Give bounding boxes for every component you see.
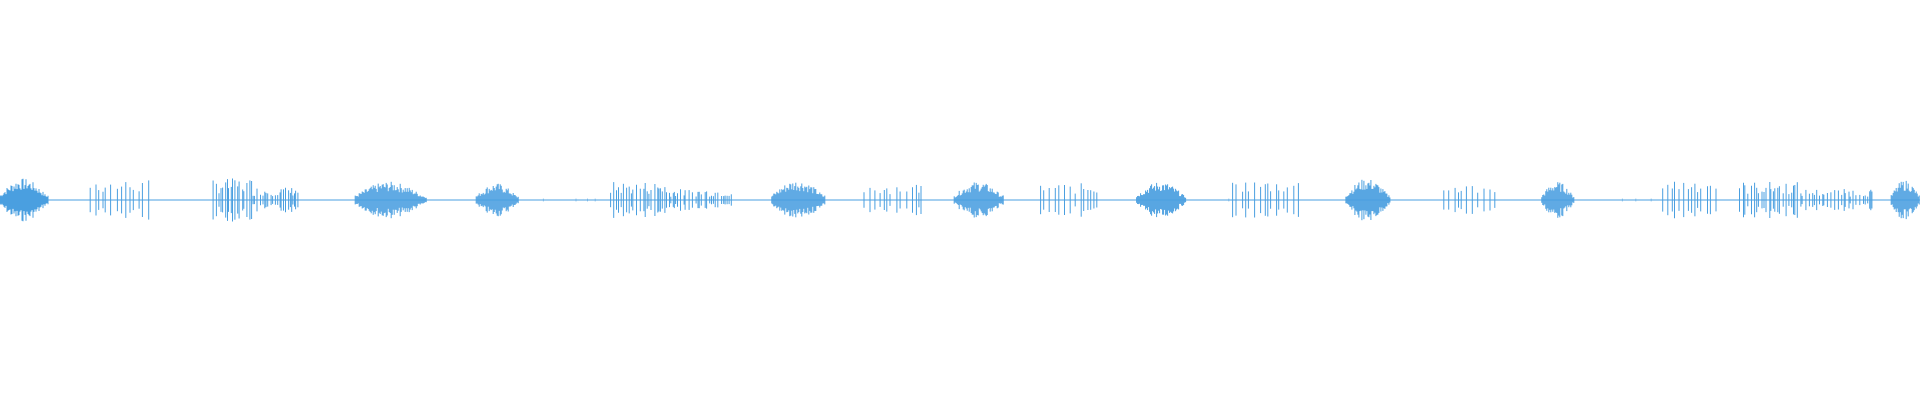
waveform-peaks — [0, 178, 1920, 222]
